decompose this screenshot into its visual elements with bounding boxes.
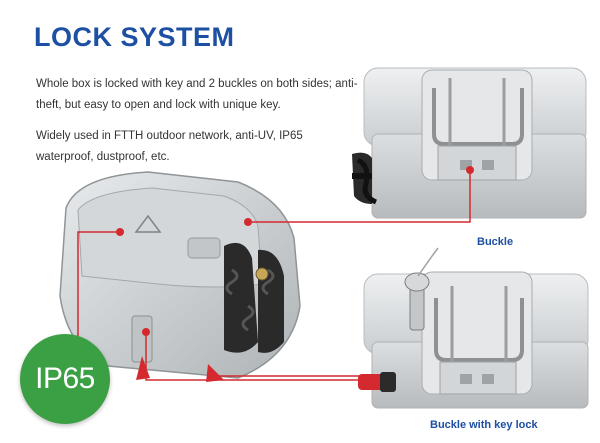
key-icon <box>404 247 439 331</box>
ip65-label: IP65 <box>35 362 95 395</box>
description-usage: Widely used in FTTH outdoor network, ant… <box>36 130 303 163</box>
red-lock-icon <box>358 372 396 392</box>
description-lock: Whole box is locked with key and 2 buckl… <box>36 78 358 111</box>
ip65-badge: IP65 <box>20 334 110 424</box>
caption-buckle: Buckle <box>477 236 514 248</box>
page-title: LOCK SYSTEM <box>34 22 235 52</box>
caption-buckle-key-lock: Buckle with key lock <box>430 419 538 431</box>
buckle-photo <box>352 67 587 219</box>
key-lock-photo <box>358 247 589 409</box>
